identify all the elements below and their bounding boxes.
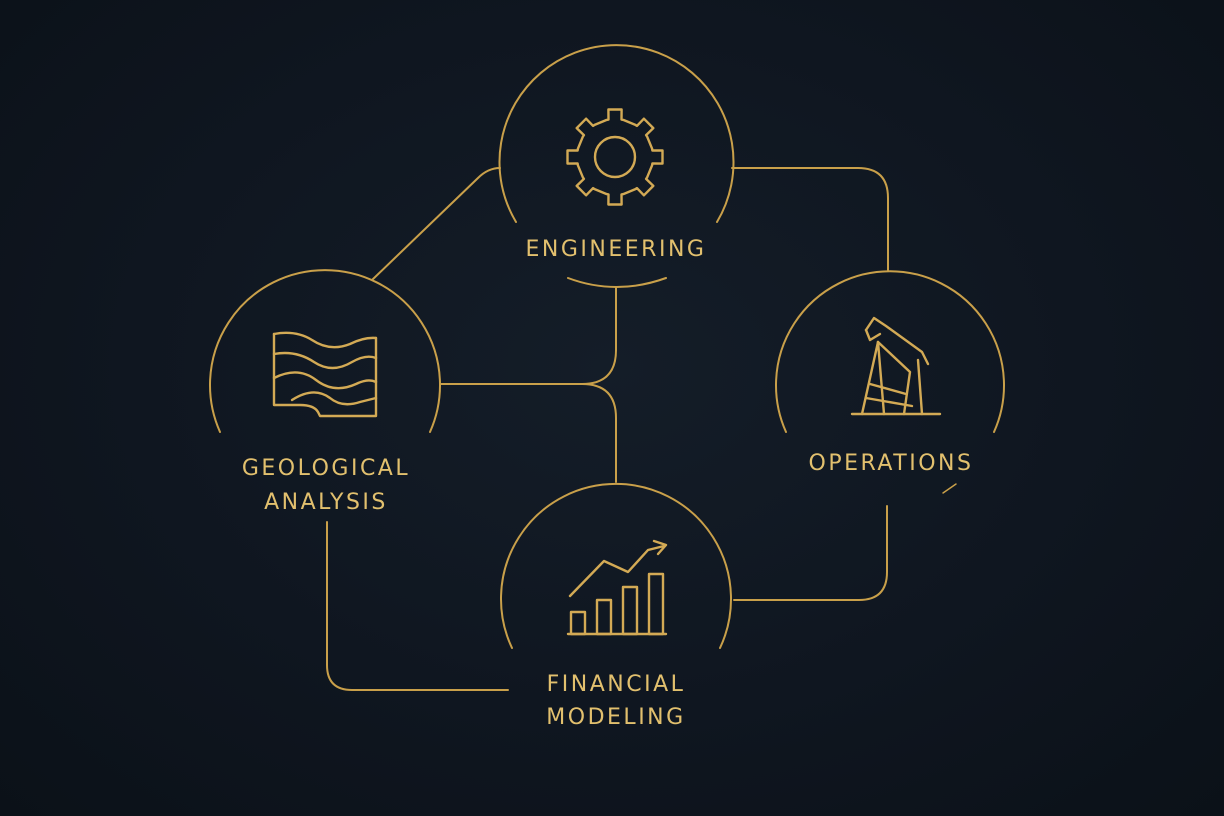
connector-geological-financial [326, 521, 509, 691]
operations-arc [775, 270, 1005, 433]
node-engineering[interactable]: ENGINEERING [498, 44, 735, 288]
engineering-label: ENGINEERING [526, 237, 707, 262]
geological-label-line1: GEOLOGICAL [242, 456, 410, 481]
financial-arc [500, 482, 732, 649]
pumpjack-icon [850, 316, 942, 416]
engineering-arc-bottom [567, 277, 667, 288]
connectors [326, 167, 957, 691]
geological-arc [209, 269, 441, 433]
node-geological-analysis[interactable]: GEOLOGICAL ANALYSIS [209, 269, 441, 515]
connector-operations-financial [733, 505, 888, 601]
connector-engineering-operations [731, 167, 889, 271]
connector-engineering-geological [371, 167, 501, 281]
geological-label-line2: ANALYSIS [264, 490, 388, 515]
accent-tick [942, 483, 957, 494]
connector-engineering-junction [439, 287, 617, 385]
node-operations[interactable]: OPERATIONS [775, 270, 1005, 476]
connector-junction-financial [581, 383, 617, 483]
financial-label-line1: FINANCIAL [547, 672, 686, 697]
terrain-layers-icon [272, 331, 378, 418]
bar-chart-growth-icon [566, 539, 668, 636]
node-financial-modeling[interactable]: FINANCIAL MODELING [500, 482, 732, 730]
operations-label: OPERATIONS [809, 451, 974, 476]
engineering-arc [498, 44, 735, 223]
gear-icon [566, 108, 664, 206]
financial-label-line2: MODELING [546, 705, 685, 730]
